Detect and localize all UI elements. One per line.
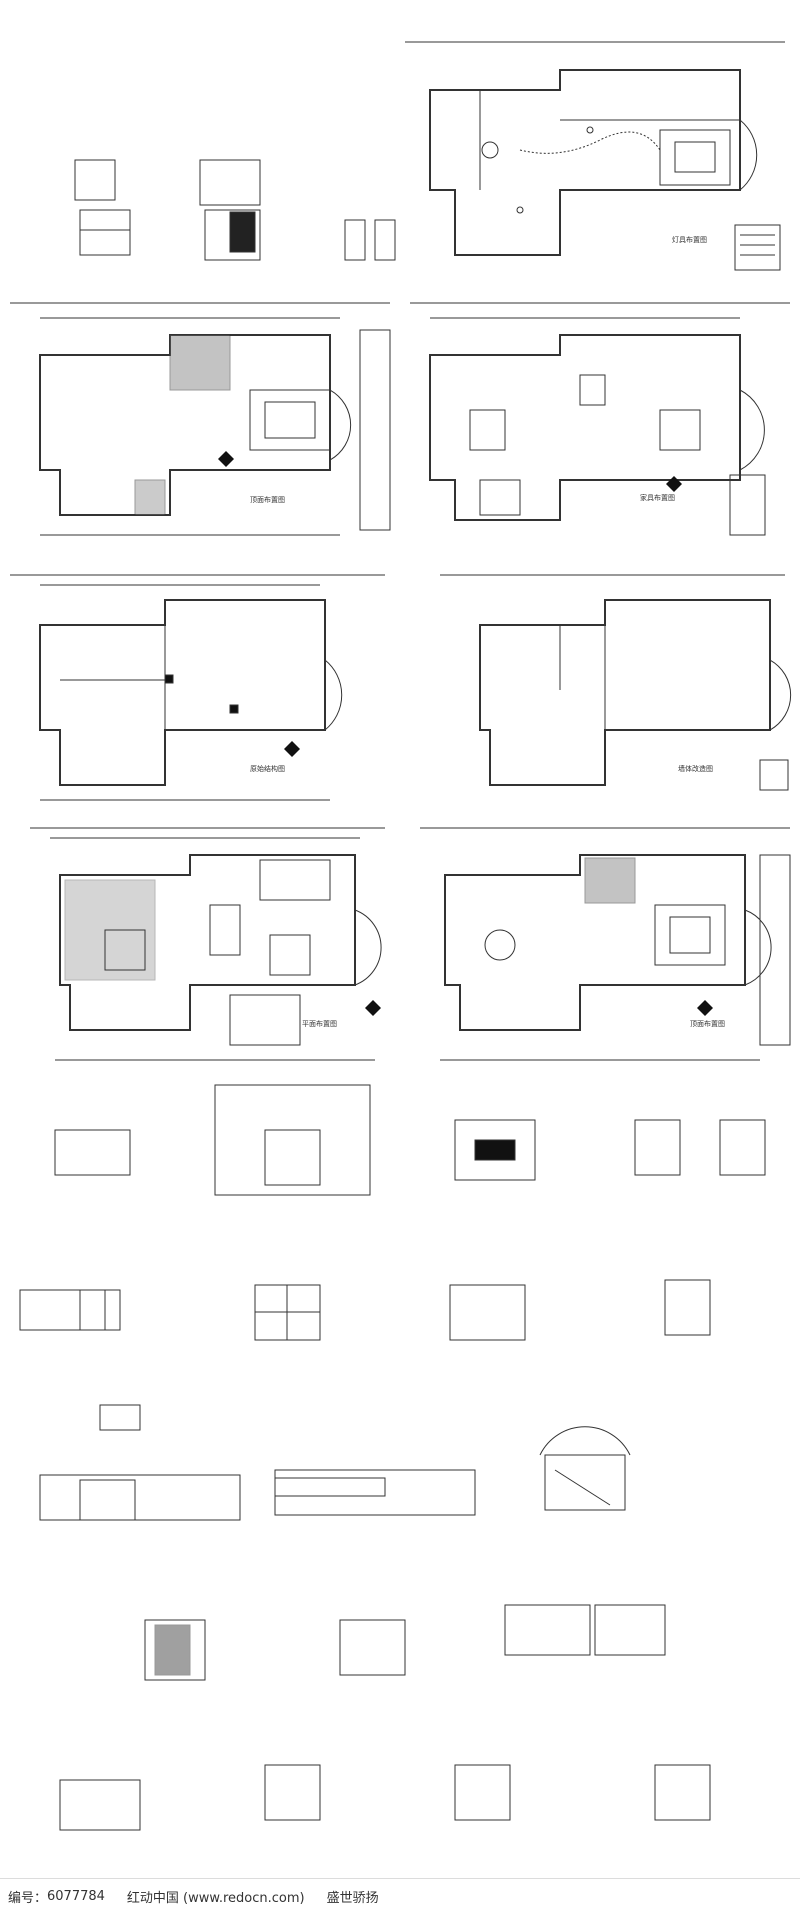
elevation-row6 [19, 1279, 711, 1341]
caption-wall-plan: 墙体改造图 [678, 764, 713, 773]
ceiling-plan-b [440, 854, 791, 1061]
lighting-plan [405, 41, 785, 271]
caption-furniture-plan: 家具布置图 [640, 493, 675, 502]
north-arrows [218, 451, 713, 1016]
caption-lighting-plan: 灯具布置图 [672, 235, 707, 244]
drawing-captions: 灯具布置图 顶面布置图 家具布置图 原始结构图 墙体改造图 平面布置图 顶面布置… [250, 235, 725, 1028]
caption-floor-plan: 平面布置图 [302, 1019, 337, 1028]
caption-original-plan: 原始结构图 [250, 764, 285, 773]
furniture-plan [429, 317, 766, 536]
author-name: 盛世骄扬 [326, 1890, 379, 1906]
id-value: 6077784 [47, 1888, 105, 1904]
elevation-row9 [59, 1764, 711, 1831]
elevation-row7 [39, 1404, 631, 1521]
original-structure-plan [39, 584, 343, 801]
id-label: 编号： [8, 1890, 48, 1906]
detail-drawings-row1 [74, 159, 396, 261]
wall-modification-plan [479, 599, 792, 791]
site-link[interactable]: 红动中国 (www.redocn.com) [126, 1890, 305, 1906]
caption-ceiling-plan-a: 顶面布置图 [250, 495, 285, 504]
watermark-footer: 编号： 6077784 红动中国 (www.redocn.com) 盛世骄扬 [0, 1878, 800, 1913]
caption-ceiling-plan-b: 顶面布置图 [690, 1019, 725, 1028]
elevation-row5 [54, 1084, 766, 1196]
elevation-row8 [144, 1604, 666, 1681]
floor-plan [50, 837, 382, 1061]
ceiling-plan-a [39, 317, 391, 536]
